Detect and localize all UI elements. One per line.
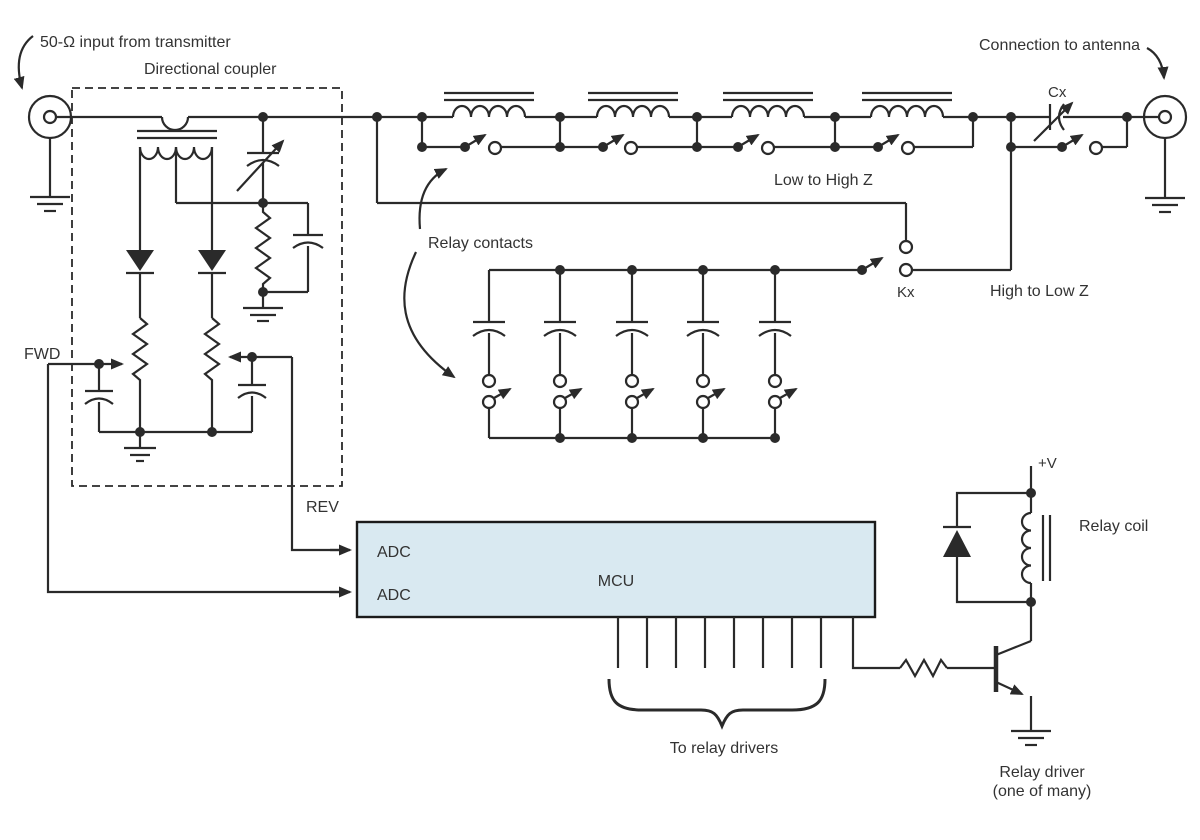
relay-contacts-label: Relay contacts bbox=[428, 235, 533, 252]
cap-branch bbox=[543, 270, 583, 438]
relay-switch-arm bbox=[564, 388, 583, 400]
cap-branch bbox=[615, 270, 655, 438]
low-to-high-z-label: Low to High Z bbox=[774, 172, 873, 189]
inductor-4 bbox=[869, 104, 945, 118]
ground-symbol bbox=[243, 292, 283, 323]
kx-selector-switch bbox=[375, 117, 1011, 278]
mcu-block bbox=[355, 520, 900, 730]
plus-v-label: +V bbox=[1038, 455, 1057, 472]
inductor-2 bbox=[595, 104, 671, 118]
junction-dots bbox=[94, 112, 1132, 607]
ground-symbol bbox=[1145, 196, 1185, 214]
adc-top-label: ADC bbox=[377, 544, 411, 561]
mcu-box bbox=[355, 520, 877, 619]
base-resistor bbox=[899, 657, 948, 679]
rev-label: REV bbox=[306, 499, 339, 516]
ground-symbol bbox=[1011, 729, 1051, 747]
relay-driver-label-line2: (one of many) bbox=[993, 783, 1092, 800]
ground-symbol bbox=[124, 432, 156, 463]
to-relay-drivers-label: To relay drivers bbox=[670, 740, 778, 757]
transistor-emitter bbox=[995, 681, 1024, 695]
trimmer-curved-plate bbox=[246, 158, 280, 167]
flyback-diode bbox=[943, 530, 971, 557]
cap-branch bbox=[472, 270, 512, 438]
trimmer-variable-arrow bbox=[236, 139, 285, 192]
antenna-callout-arrow bbox=[1146, 47, 1169, 80]
detector-diode bbox=[126, 250, 154, 271]
load-resistor bbox=[254, 203, 272, 292]
inductor-3 bbox=[730, 104, 806, 118]
cap-branch bbox=[758, 270, 798, 438]
directional-coupler bbox=[46, 87, 352, 598]
text-labels: 50-Ω input from transmitter Directional … bbox=[24, 34, 1148, 800]
input-label: 50-Ω input from transmitter bbox=[40, 34, 231, 51]
mcu-label: MCU bbox=[598, 573, 634, 590]
relay-contacts-arrow-down bbox=[403, 251, 456, 379]
kx-label: Kx bbox=[897, 284, 915, 301]
transistor-collector bbox=[995, 639, 1032, 657]
adc-bottom-label: ADC bbox=[377, 587, 411, 604]
antenna-label: Connection to antenna bbox=[979, 37, 1140, 54]
relay-switch-arm bbox=[493, 388, 512, 400]
input-callout-arrow bbox=[13, 35, 34, 90]
relay-driver-circuit bbox=[899, 466, 1052, 747]
relay-coil-winding bbox=[1020, 511, 1032, 585]
detector-diode bbox=[198, 250, 226, 271]
coupler-primary-loop bbox=[160, 116, 190, 132]
coupler-label: Directional coupler bbox=[144, 61, 277, 78]
rev-potentiometer bbox=[203, 317, 221, 432]
cap-branch bbox=[686, 270, 726, 438]
relay-switch-arm bbox=[707, 388, 726, 400]
cx-variable-arrow bbox=[1033, 101, 1074, 142]
cx-output-capacitor bbox=[1009, 101, 1129, 270]
capacitor-bank bbox=[472, 268, 858, 440]
antenna-connector bbox=[1142, 94, 1188, 214]
transmitter-connector bbox=[27, 94, 73, 213]
inductor-1 bbox=[451, 104, 527, 118]
high-to-low-z-label: High to Low Z bbox=[990, 283, 1089, 300]
rev-signal-wire bbox=[290, 357, 346, 552]
fwd-signal-wire bbox=[46, 364, 346, 594]
annotation-arrows bbox=[13, 35, 1169, 379]
ground-symbol bbox=[30, 195, 70, 213]
drive-signal-wire bbox=[851, 617, 900, 670]
cx-label: Cx bbox=[1048, 84, 1067, 101]
relay-driver-label-line1: Relay driver bbox=[999, 764, 1085, 781]
coupler-dashed-box bbox=[71, 87, 343, 487]
fwd-label: FWD bbox=[24, 346, 60, 363]
relay-coil-label: Relay coil bbox=[1079, 518, 1148, 535]
main-line bbox=[56, 104, 1159, 132]
mcu-output-pins bbox=[616, 617, 823, 668]
fwd-potentiometer bbox=[131, 317, 149, 432]
relay-switch-arm bbox=[636, 388, 655, 400]
relay-switch-arm bbox=[779, 388, 798, 400]
relay-drivers-brace bbox=[607, 678, 827, 730]
inductor-cores bbox=[444, 91, 952, 102]
relay-contacts-arrow-up bbox=[418, 168, 448, 230]
